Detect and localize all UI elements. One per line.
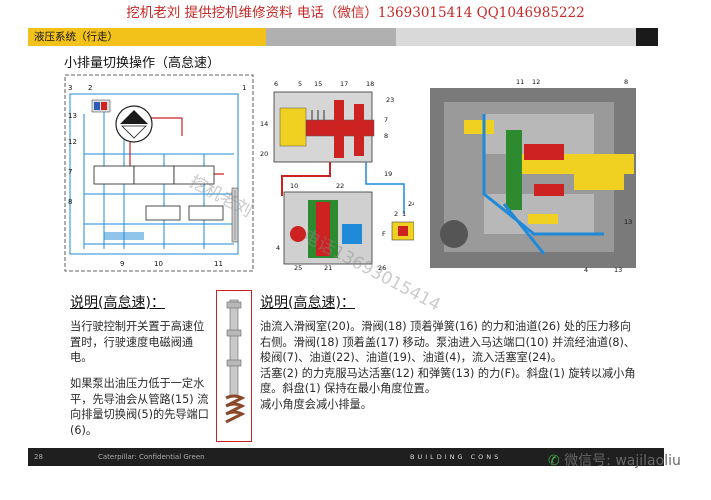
- valve-label: 26: [378, 264, 386, 272]
- page-subtitle: 小排量切换操作（高怠速）: [64, 56, 221, 71]
- hydraulic-schematic: 3 2 13 1 12 7 8 9 10 11: [64, 74, 254, 272]
- footer-bar: [28, 448, 664, 466]
- motor-label: 4: [584, 266, 588, 274]
- valve-label: 8: [384, 132, 388, 140]
- header-bar-gray-dark: [266, 28, 396, 46]
- pilot-rod-figure: [231, 187, 239, 243]
- header-bar-gray-light: [396, 28, 636, 46]
- spool-photo: [216, 290, 252, 442]
- schematic-label: 1: [242, 84, 246, 92]
- schematic-label: 12: [68, 138, 77, 146]
- valve-label: 19: [384, 170, 392, 178]
- valve-label: 4: [276, 244, 280, 252]
- valve-label: 22: [336, 182, 344, 190]
- valve-label: 14: [260, 120, 268, 128]
- motor-label: 8: [624, 78, 628, 86]
- header-bar-yellow: [28, 28, 266, 46]
- motor-label: 13: [624, 218, 632, 226]
- schematic-label: 3: [68, 84, 72, 92]
- valve-label: 5: [298, 80, 302, 88]
- section-title: 液压系统（行走）: [34, 31, 118, 43]
- page-number: 28: [34, 453, 43, 461]
- valve-label: 1: [402, 210, 406, 218]
- travel-motor-cross-section: 11 12 8 13 4 13: [430, 78, 636, 274]
- left-paragraph-1: 当行驶控制开关置于高速位置时，行驶速度电磁阀通电。: [70, 320, 205, 364]
- valve-label: 25: [294, 264, 302, 272]
- valve-label: 24: [408, 200, 414, 208]
- schematic-label: 10: [154, 260, 163, 268]
- schematic-label: 13: [68, 112, 77, 120]
- right-paragraph: 油流入滑阀室(20)。滑阀(18) 顶着弹簧(16) 的力和油道(26) 处的压…: [260, 320, 636, 411]
- valve-label: 17: [340, 80, 348, 88]
- schematic-label: 9: [120, 260, 124, 268]
- schematic-label: 8: [68, 198, 72, 206]
- valve-label: 15: [314, 80, 322, 88]
- left-paragraph-2: 如果泵出油压力低于一定水平，先导油会从管路(15) 流向排量切换阀(5)的先导端…: [70, 377, 209, 437]
- header-bar-black: [636, 28, 658, 46]
- left-heading: 说明(高怠速)：: [70, 295, 165, 311]
- valve-label: 6: [274, 80, 278, 88]
- wechat-watermark: ✆ 微信号: wajilaoliu: [548, 450, 681, 470]
- valve-label: 2: [394, 210, 398, 218]
- motor-label: 11: [516, 78, 524, 86]
- schematic-label: 7: [68, 168, 72, 176]
- right-heading: 说明(高怠速)：: [260, 295, 355, 311]
- valve-label: 20: [260, 150, 268, 158]
- building-text: BUILDING CONS: [410, 453, 502, 461]
- valve-label: 21: [324, 264, 332, 272]
- confidential-label: Caterpillar: Confidential Green: [98, 453, 205, 461]
- valve-label: 18: [366, 80, 374, 88]
- schematic-label: 11: [214, 260, 223, 268]
- valve-label: 7: [384, 116, 388, 124]
- contact-banner: 挖机老刘 提供挖机维修资料 电话（微信）13693015414 QQ104698…: [126, 5, 585, 21]
- schematic-label: 2: [88, 84, 92, 92]
- valve-label: F: [382, 230, 386, 238]
- motor-label: 13: [614, 266, 622, 274]
- valve-label: 23: [386, 96, 394, 104]
- motor-label: 12: [532, 78, 540, 86]
- valve-label: 10: [290, 182, 298, 190]
- switching-valve-diagram: 6 5 15 17 18 23 14 20 7 8 19 10 22 F 2 1…: [254, 74, 414, 274]
- wechat-icon: ✆: [548, 453, 565, 469]
- wechat-id: 微信号: wajilaoliu: [564, 453, 681, 469]
